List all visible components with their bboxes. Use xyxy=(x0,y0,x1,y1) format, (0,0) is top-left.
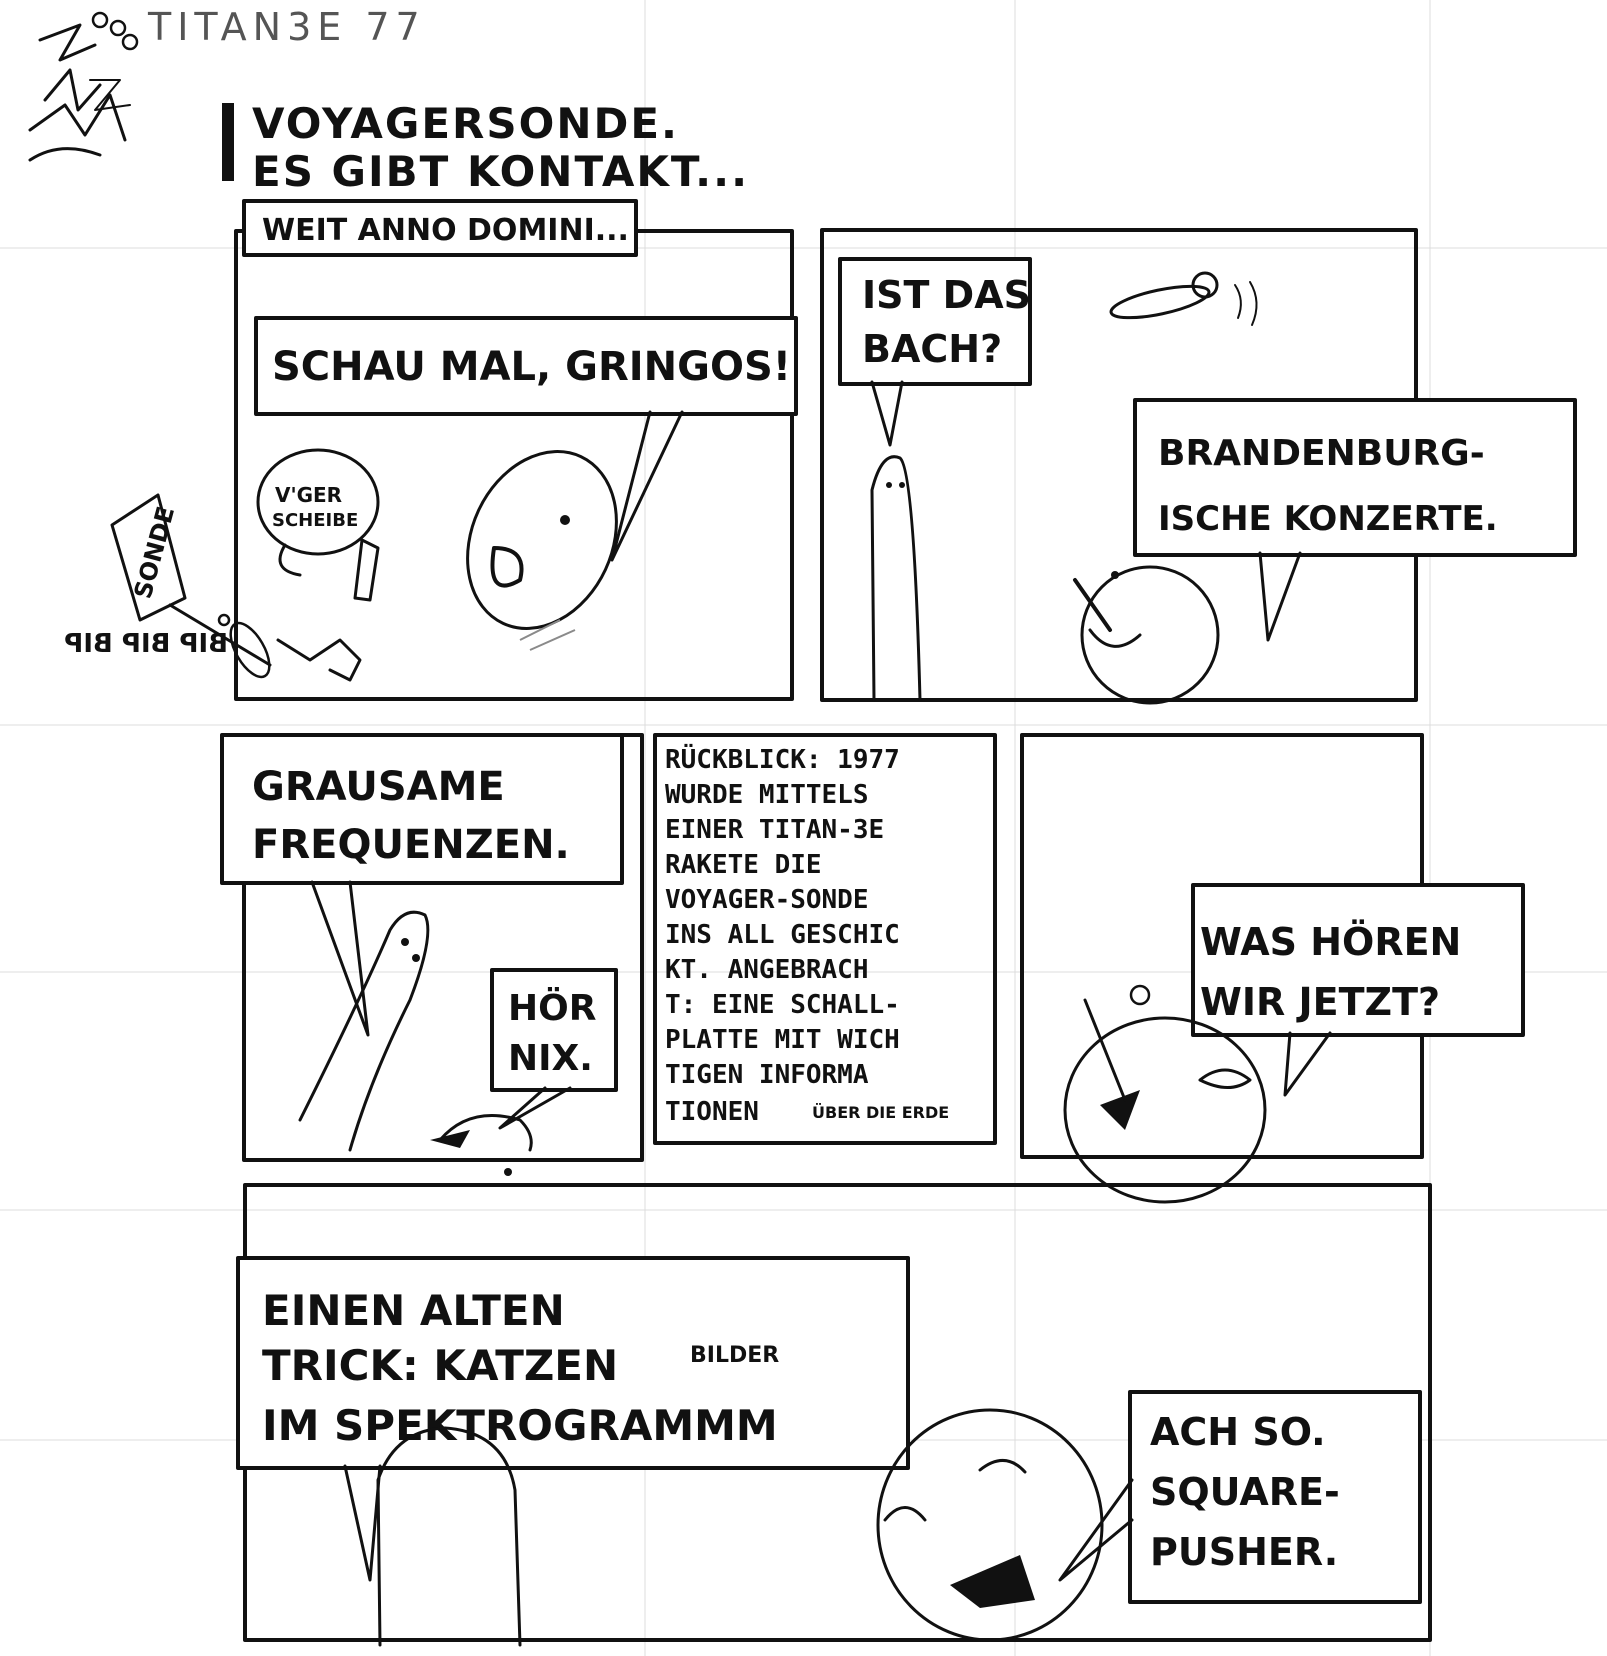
panel-4-line-2: WURDE MITTELS xyxy=(665,780,869,810)
panel-6-bubble-small: BILDER xyxy=(690,1343,779,1368)
panel-4-line-1: RÜCKBLICK: 1977 xyxy=(665,742,900,775)
panel-3-bubble-line-1: GRAUSAME xyxy=(252,764,505,810)
panel-1-bubble: SCHAU MAL, GRINGOS! xyxy=(272,344,791,390)
panel-2-bubble-line-1: IST DAS xyxy=(862,273,1031,317)
panel-4-line-8: T: EINE SCHALL- xyxy=(665,990,900,1020)
panel-1: WEIT ANNO DOMINI... SCHAU MAL, GRINGOS! … xyxy=(217,199,798,701)
panel-6-bubble-line-2: TRICK: KATZEN xyxy=(262,1341,618,1390)
panel-3-bubble-line-2: FREQUENZEN. xyxy=(252,822,570,868)
panel-6-bubble-line-3: IM SPEKTROGRAMMM xyxy=(262,1401,778,1450)
panel-4-line-10: TIGEN INFORMA xyxy=(665,1060,869,1090)
panel-3-small-line-1: HÖR xyxy=(508,987,596,1029)
panel-4-line-9: PLATTE MIT WICH xyxy=(665,1025,900,1055)
panel-4-line-7: KT. ANGEBRACH xyxy=(665,955,869,985)
panel-2-reply-line-1: BRANDENBURG- xyxy=(1158,433,1485,474)
panel-4-line-3: EINER TITAN-3E xyxy=(665,815,884,845)
intro-line-1: VOYAGERSONDE. xyxy=(252,99,679,148)
panel-2-bubble-line-2: BACH? xyxy=(862,327,1002,371)
panel-6: EINEN ALTEN TRICK: KATZEN BILDER IM SPEK… xyxy=(236,1183,1432,1647)
panel-4-text: RÜCKBLICK: 1977 WURDE MITTELS EINER TITA… xyxy=(665,742,949,1127)
panel-1-caption: WEIT ANNO DOMINI... xyxy=(262,213,629,248)
panel-4-line-6: INS ALL GESCHIC xyxy=(665,920,900,950)
panel-3-small-line-2: NIX. xyxy=(508,1038,593,1079)
bip-sound: BIP BIP BIP xyxy=(64,629,228,659)
panel-6-reply-line-1: ACH SO. xyxy=(1150,1410,1326,1454)
page-title: TITAN3E 77 xyxy=(147,5,426,49)
panel-6-reply-line-2: SQUARE- xyxy=(1150,1470,1340,1514)
panel-4-line-11: TIONEN xyxy=(665,1097,759,1127)
panel-5-bubble-line-2: WIR JETZT? xyxy=(1200,980,1440,1024)
panel-6-bubble-line-1: EINEN ALTEN xyxy=(262,1286,565,1335)
intro-line-2: ES GIBT KONTAKT... xyxy=(252,147,749,196)
panel-5: WAS HÖREN WIR JETZT? xyxy=(1020,733,1525,1204)
header-ink-bar xyxy=(222,103,234,181)
panel-2-reply-line-2: ISCHE KONZERTE. xyxy=(1158,499,1498,539)
panel-4: RÜCKBLICK: 1977 WURDE MITTELS EINER TITA… xyxy=(653,733,997,1145)
panel-4-line-5: VOYAGER-SONDE xyxy=(665,885,869,915)
disc-label-line-2: SCHEIBE xyxy=(272,510,358,531)
panel-5-bubble-line-1: WAS HÖREN xyxy=(1200,920,1461,964)
disc-label-line-1: V'GER xyxy=(275,483,342,507)
panel-6-reply-line-3: PUSHER. xyxy=(1150,1530,1338,1574)
title-signature xyxy=(28,11,139,162)
panel-2: IST DAS BACH? BRANDENBURG- ISCHE KONZERT… xyxy=(820,228,1577,705)
panel-3: GRAUSAME FREQUENZEN. HÖR NIX. xyxy=(220,733,644,1176)
panel-4-line-4: RAKETE DIE xyxy=(665,850,822,880)
panel-4-tail: ÜBER DIE ERDE xyxy=(812,1103,949,1122)
